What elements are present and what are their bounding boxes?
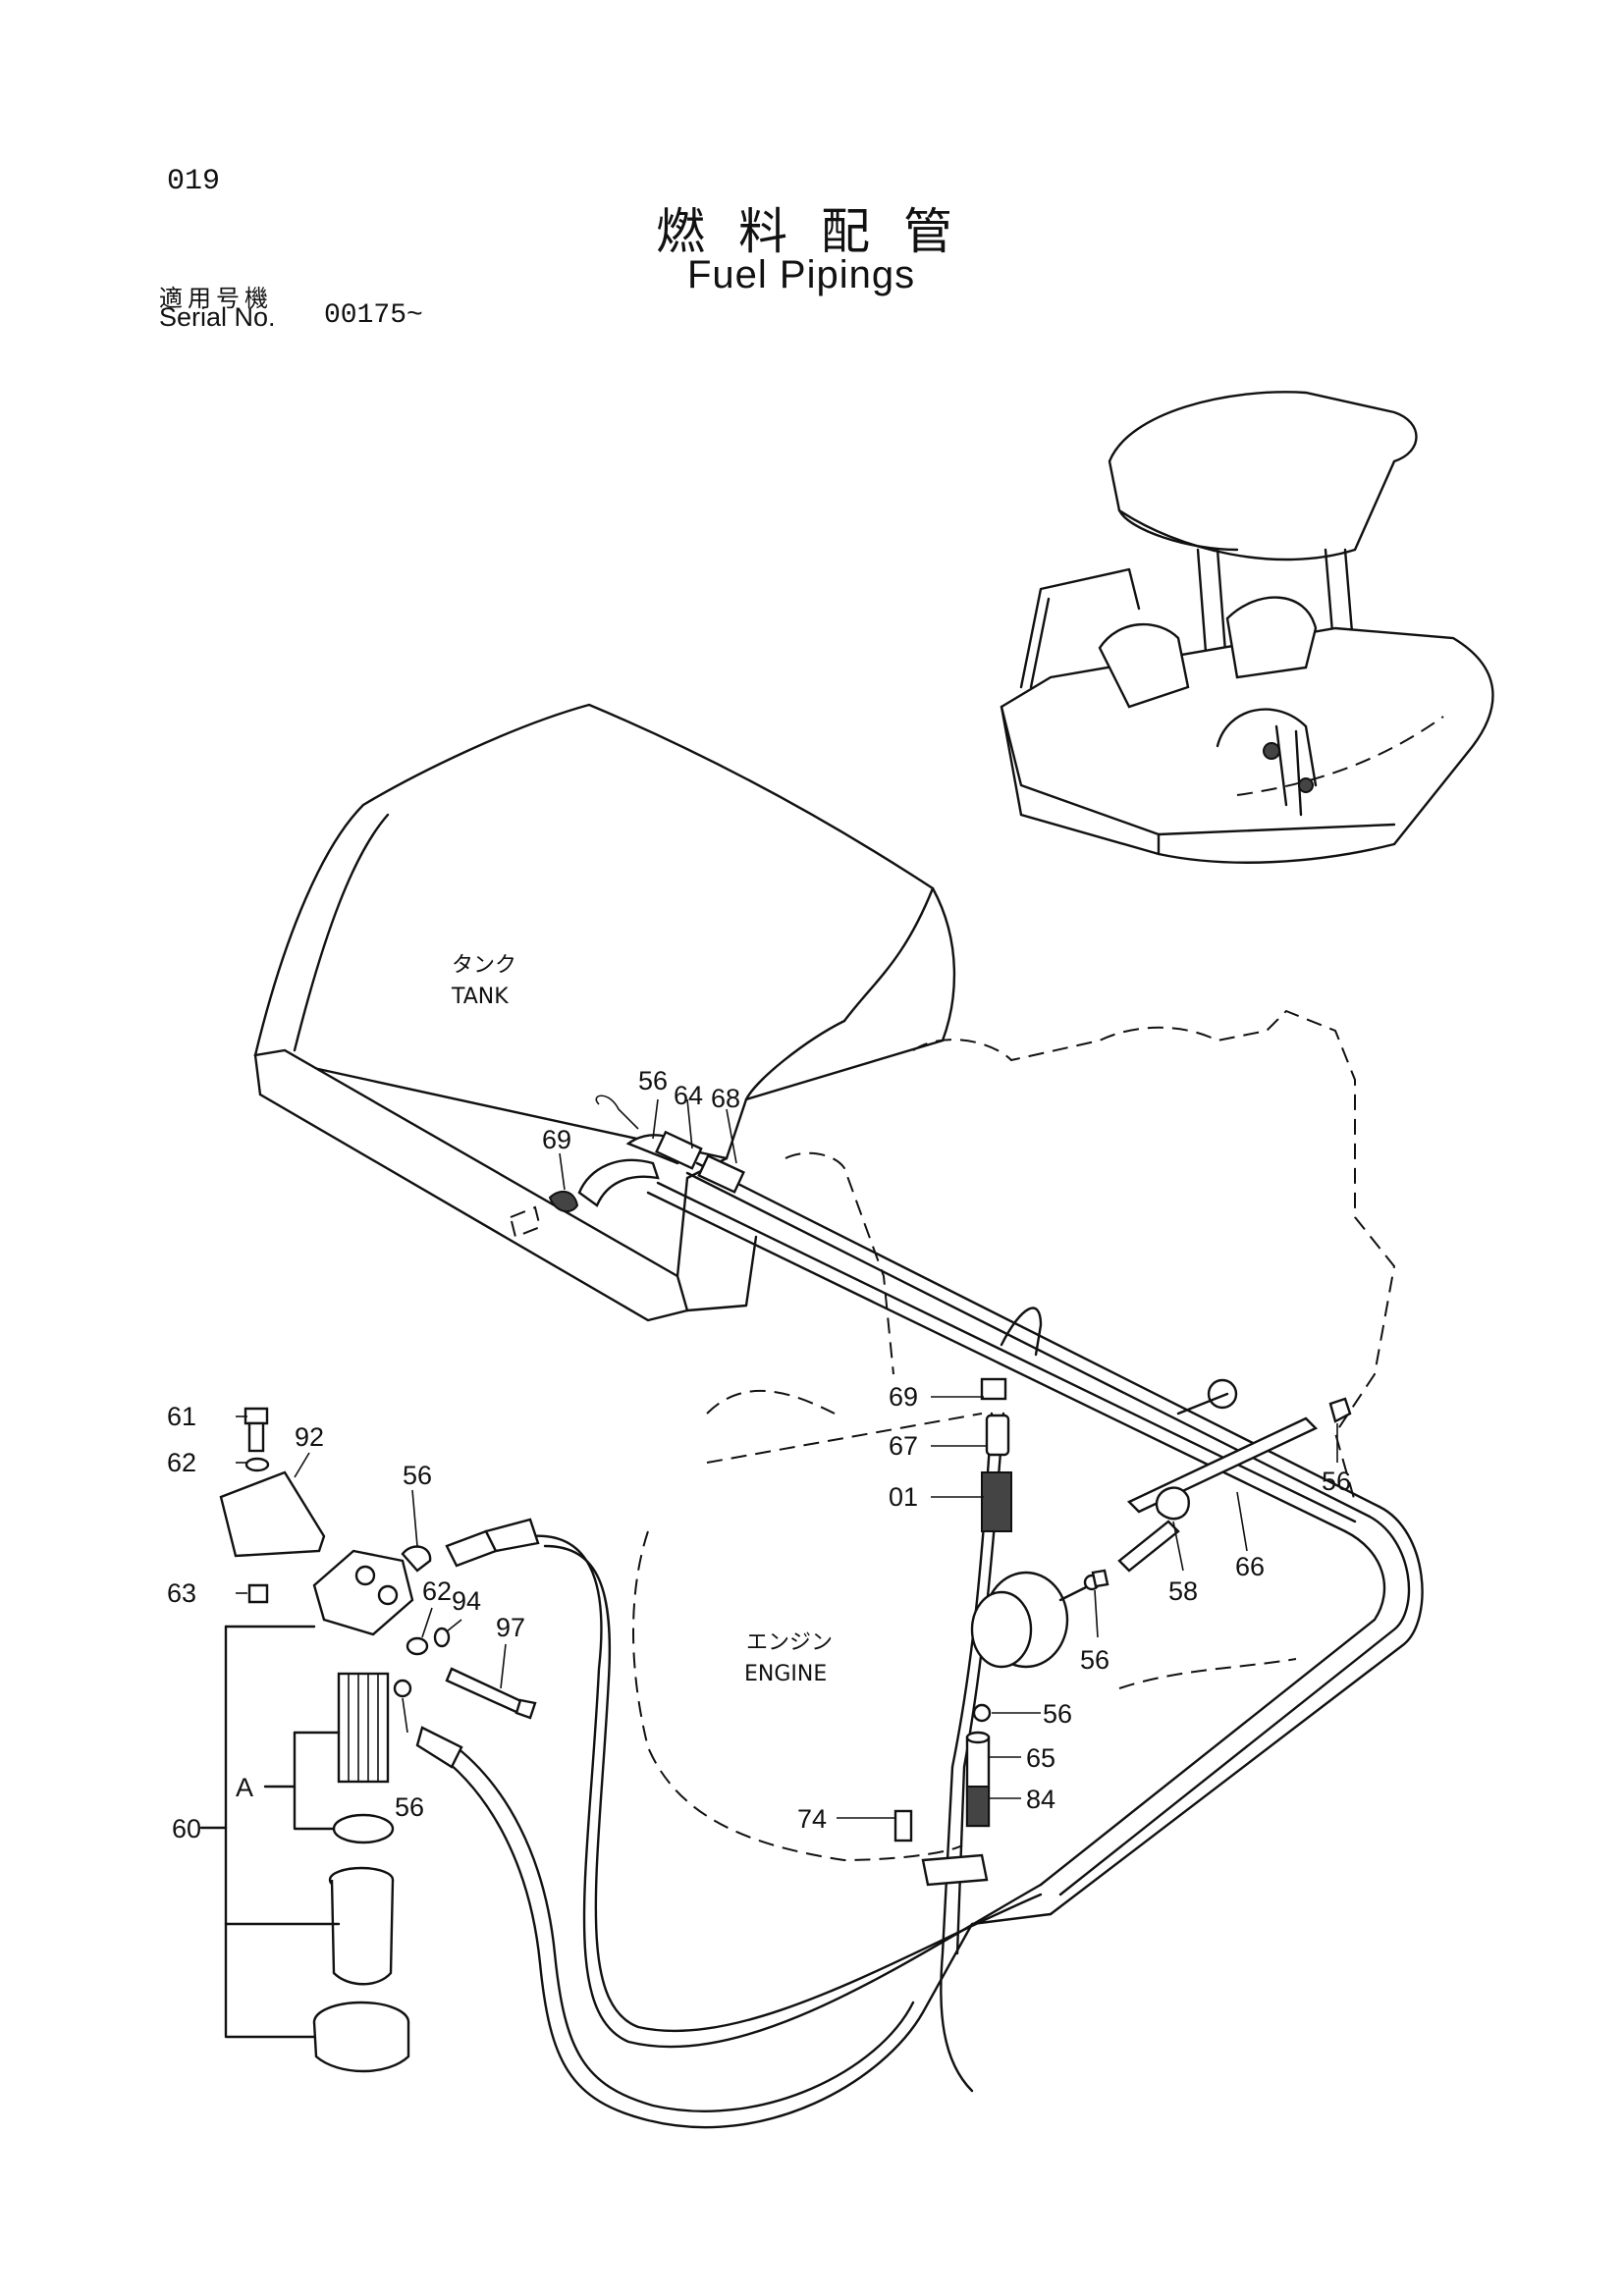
tank-label-en: TANK [451, 985, 509, 1009]
tank-hose-fittings [509, 1095, 745, 1239]
leader-lines [236, 1098, 1338, 1819]
callout-69-tank: 69 [542, 1125, 571, 1154]
fuel-lines [440, 1161, 1424, 2129]
fuel-filter-assembly [199, 1407, 540, 2073]
callout-A: A [236, 1773, 253, 1802]
callout-74: 74 [797, 1804, 827, 1834]
callout-58: 58 [1168, 1576, 1198, 1606]
callout-84: 84 [1026, 1785, 1055, 1814]
callout-97: 97 [496, 1613, 525, 1642]
callout-56-lower: 56 [1043, 1699, 1072, 1729]
callout-63: 63 [167, 1578, 196, 1608]
callout-64: 64 [674, 1081, 703, 1110]
callout-62-left: 62 [167, 1448, 196, 1477]
callout-56-pump: 56 [1080, 1645, 1109, 1675]
callout-56-filter-bottom: 56 [395, 1792, 424, 1822]
page-title-jp: 燃料配管 [656, 203, 986, 260]
callout-92: 92 [295, 1422, 324, 1452]
callout-56-filter-top: 56 [403, 1461, 432, 1490]
engine-label-jp: エンジン [746, 1630, 833, 1655]
serial-value: 00175~ [324, 300, 423, 331]
callout-65: 65 [1026, 1743, 1055, 1773]
callout-56-right: 56 [1322, 1467, 1351, 1496]
callout-69-mid: 69 [889, 1382, 918, 1412]
serial-label-en: Serial No. [159, 302, 276, 332]
callout-62-right: 62 [422, 1576, 452, 1606]
engine-label-en: ENGINE [744, 1662, 827, 1686]
engine-fittings [893, 1307, 1352, 1887]
page-number: 019 [167, 165, 221, 198]
callout-68: 68 [711, 1084, 740, 1113]
callout-60: 60 [172, 1814, 201, 1843]
callout-66: 66 [1235, 1552, 1265, 1581]
machine-overview-illustration [1000, 391, 1494, 864]
callout-61: 61 [167, 1402, 196, 1431]
page-title-en: Fuel Pipings [687, 253, 916, 296]
callout-56-tank: 56 [638, 1066, 668, 1095]
callout-01: 01 [889, 1482, 918, 1512]
tank-label-jp: タンク [452, 953, 516, 978]
callout-67: 67 [889, 1431, 918, 1461]
serial-label-jp: 適用号機 [159, 285, 273, 312]
callout-94: 94 [452, 1586, 481, 1616]
engine-illustration [632, 1009, 1396, 1862]
fuel-tank-illustration [253, 703, 956, 1322]
